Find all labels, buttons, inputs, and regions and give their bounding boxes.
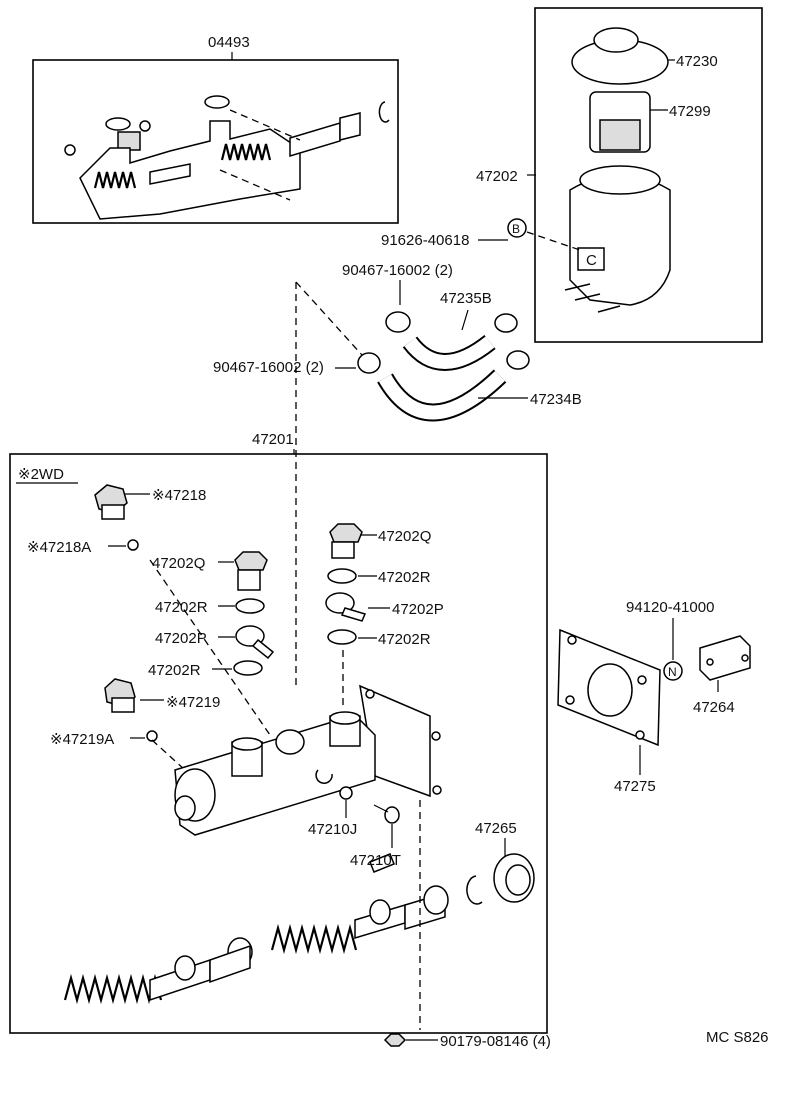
gasket-47275 [557, 628, 661, 747]
washer-47202r-left-1 [235, 598, 265, 614]
label-47202p-right: 47202P [392, 601, 444, 618]
repair-kit-box [32, 59, 399, 224]
label-47219a: ※47219A [50, 731, 114, 748]
label-47202q-right: 47202Q [378, 528, 431, 545]
label-47201: 47201 [252, 431, 294, 448]
reservoir-tag: C [586, 252, 597, 269]
callout-n-text: N [668, 665, 677, 679]
reservoir-tank: C [564, 165, 671, 313]
primary-piston [354, 885, 449, 940]
hose-47235b [402, 334, 496, 371]
union-bolt-47202q-right [329, 523, 363, 559]
snap-ring [466, 875, 483, 905]
label-47235b: 47235B [440, 290, 492, 307]
callout-n [663, 661, 683, 681]
diagram-code: MC S826 [706, 1029, 769, 1046]
union-bolt-47202q-left [234, 551, 268, 591]
hose-clip-right-upper [494, 313, 518, 333]
label-47202: 47202 [476, 168, 518, 185]
master-cylinder-body [174, 684, 442, 836]
union-47202p-left [235, 625, 275, 660]
master-cylinder-box [9, 453, 548, 1034]
label-47264: 47264 [693, 699, 735, 716]
secondary-piston [149, 937, 253, 1002]
label-47202r-right-1: 47202R [378, 569, 431, 586]
label-47234b: 47234B [530, 391, 582, 408]
hose-clip-upper [385, 311, 411, 333]
grommet-47265 [493, 853, 535, 903]
plug-47219 [104, 678, 136, 713]
washer-47202r-left-2 [233, 660, 263, 676]
washer-47202r-right-1 [327, 568, 357, 584]
label-90179: 90179-08146 (4) [440, 1033, 551, 1050]
callout-b [507, 218, 527, 238]
washer-47202r-right-2 [327, 629, 357, 645]
label-47275: 47275 [614, 778, 656, 795]
hose-47234b [377, 369, 507, 422]
primary-spring [270, 923, 358, 955]
secondary-spring [63, 973, 163, 1005]
label-90467-lower: 90467-16002 (2) [213, 359, 324, 376]
label-47210j: 47210J [308, 821, 357, 838]
label-47219: ※47219 [166, 694, 220, 711]
bolt-47210t [369, 804, 400, 873]
label-91626: 91626-40618 [381, 232, 469, 249]
hose-clip-lower [357, 352, 381, 374]
label-47202q-left: 47202Q [152, 555, 205, 572]
label-2wd: ※2WD [18, 466, 64, 483]
label-47202p-left: 47202P [155, 630, 207, 647]
label-47218a: ※47218A [27, 539, 91, 556]
label-47210t: 47210T [350, 852, 401, 869]
label-04493: 04493 [208, 34, 250, 51]
reservoir-cap-47230 [571, 27, 669, 85]
gasket-47218a [127, 539, 139, 551]
label-47202r-right-2: 47202R [378, 631, 431, 648]
kit-parts [64, 95, 390, 220]
nut-90179 [383, 1033, 407, 1047]
gasket-47219a [146, 730, 158, 742]
bracket-47264 [699, 635, 751, 681]
label-47265: 47265 [475, 820, 517, 837]
label-47202r-left-1: 47202R [155, 599, 208, 616]
label-47299: 47299 [669, 103, 711, 120]
union-47202p-right [325, 592, 367, 622]
callout-b-text: B [512, 222, 520, 236]
label-47230: 47230 [676, 53, 718, 70]
label-90467-upper: 90467-16002 (2) [342, 262, 453, 279]
label-94120: 94120-41000 [626, 599, 714, 616]
hose-clip-right-lower [506, 350, 530, 370]
label-47202r-left-2: 47202R [148, 662, 201, 679]
reservoir-strainer-47299 [589, 91, 651, 153]
label-47218: ※47218 [152, 487, 206, 504]
gasket-47210j [339, 786, 353, 800]
plug-47218 [94, 484, 128, 520]
